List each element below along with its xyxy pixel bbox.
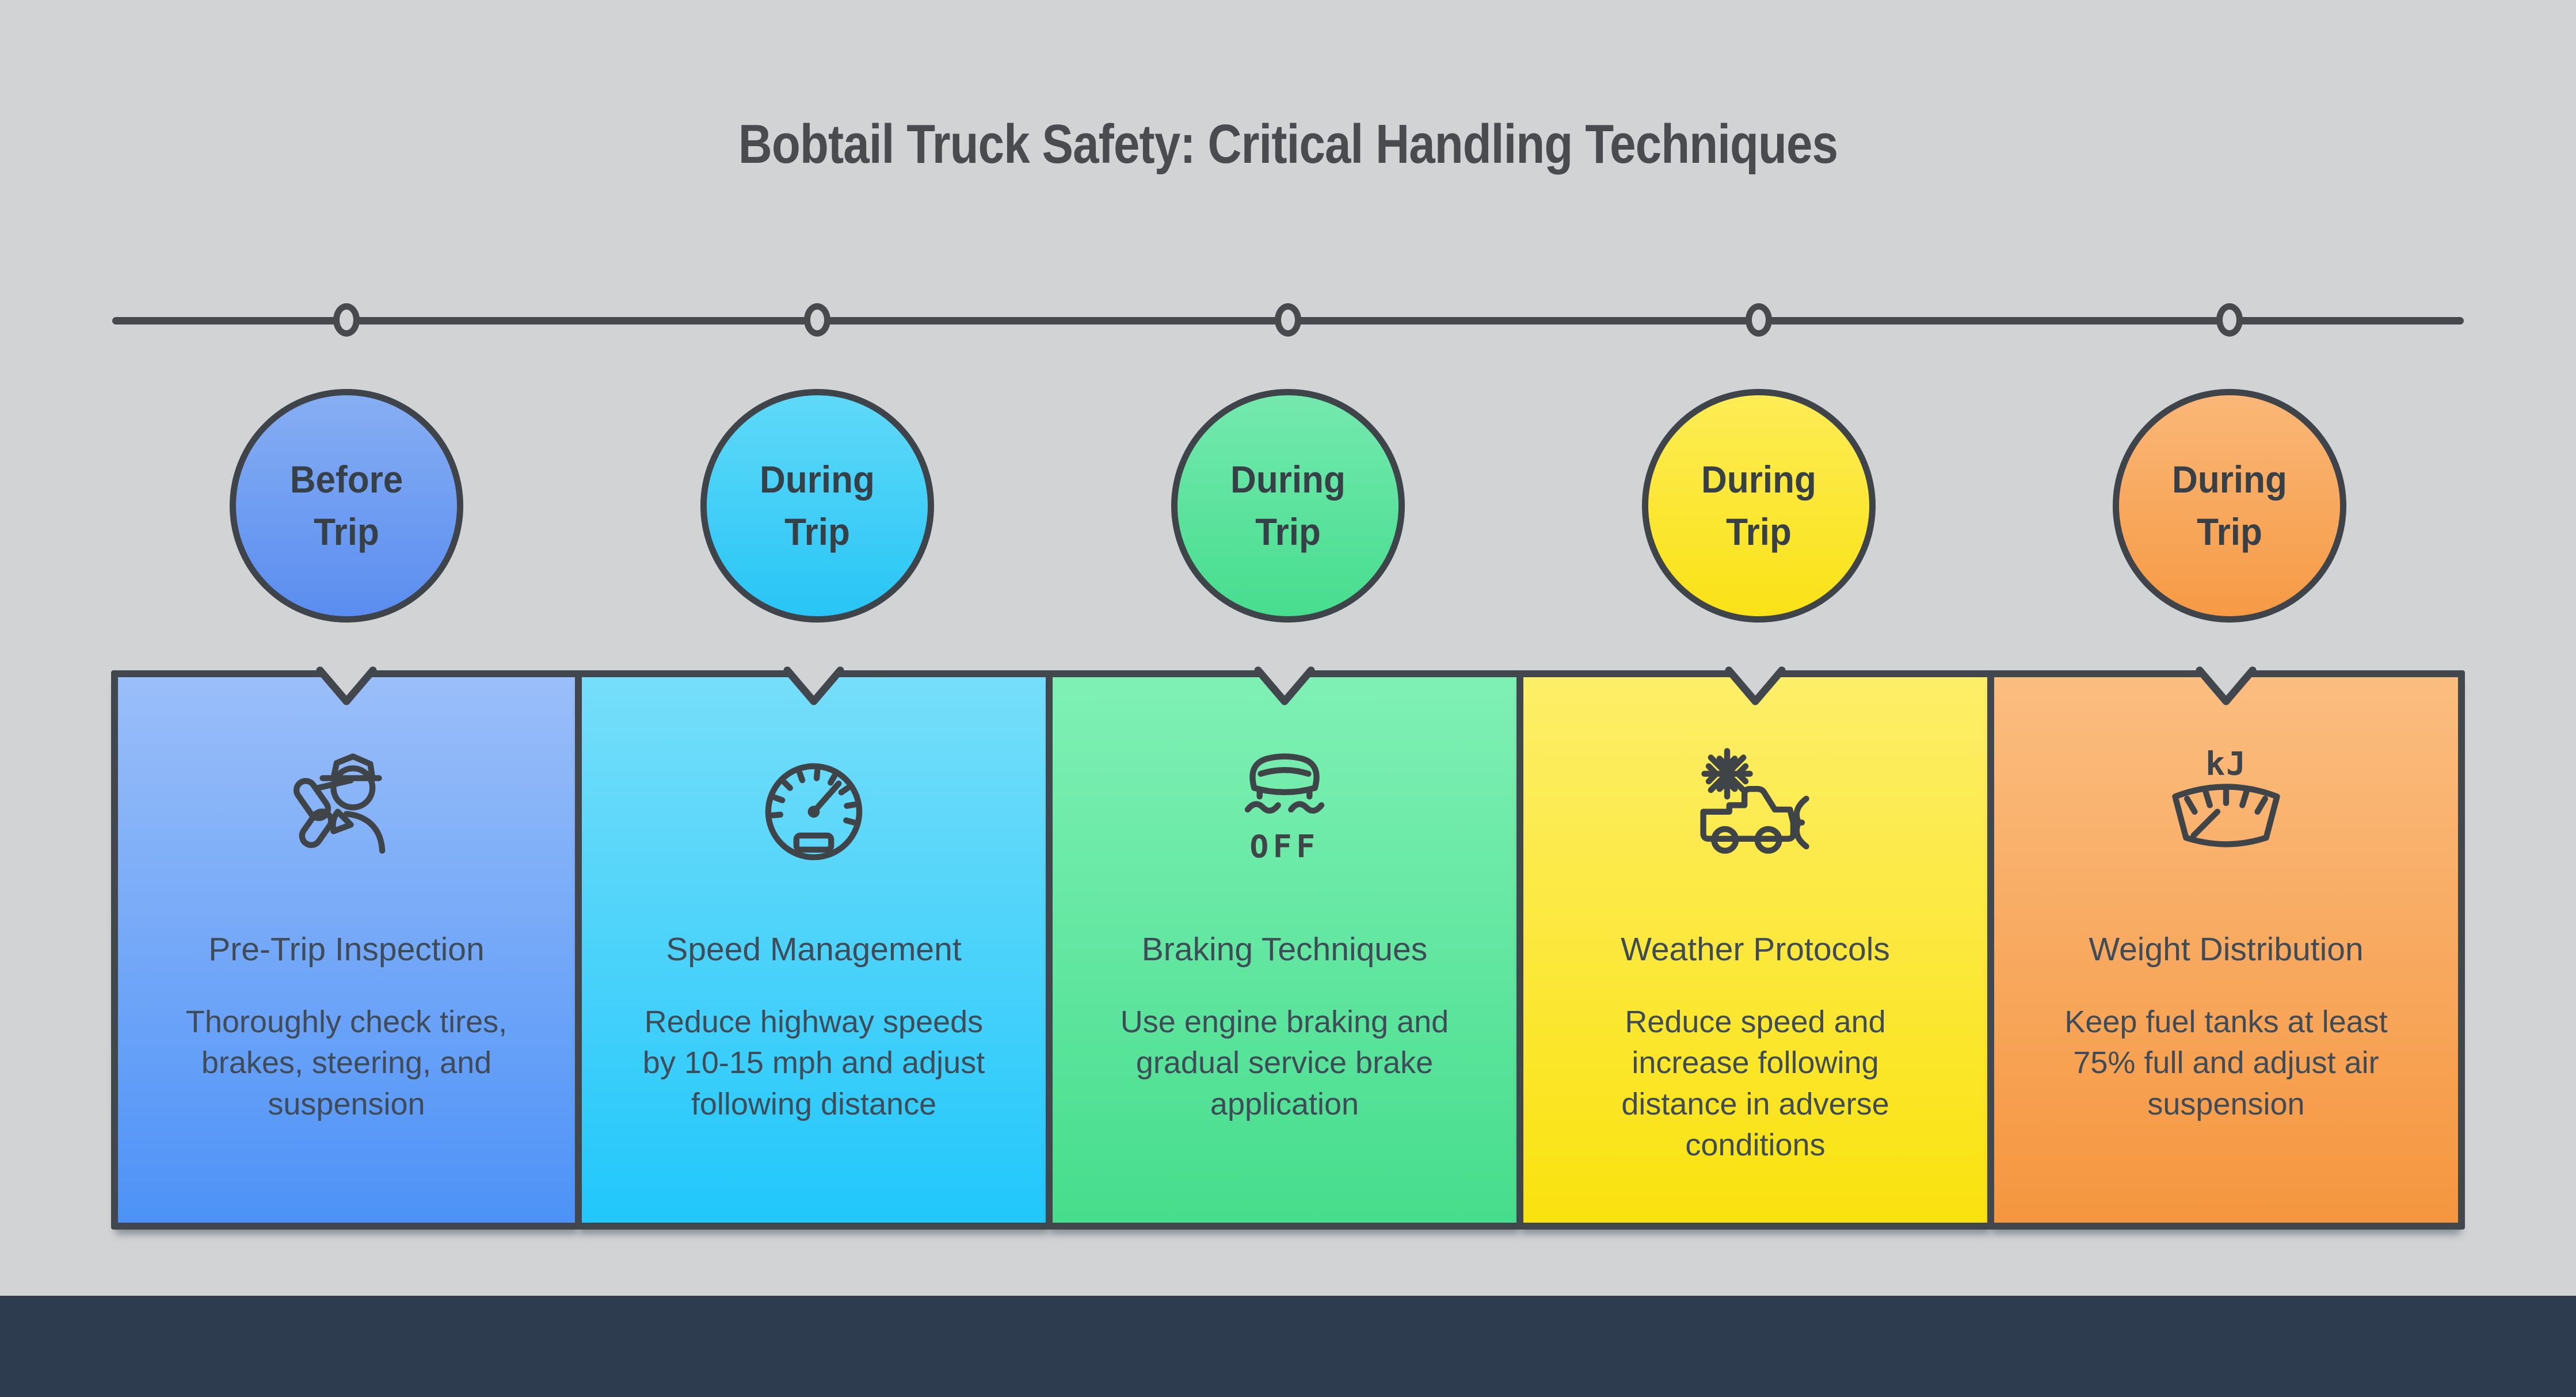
card-heading: Weather Protocols <box>1621 931 1890 968</box>
card-heading: Speed Management <box>666 931 962 968</box>
phase-label: Before Trip <box>289 457 403 553</box>
phase-circle: During Trip <box>1171 389 1405 623</box>
traction-control-off-icon: OFF <box>1244 753 1325 865</box>
page-title: Bobtail Truck Safety: Critical Handling … <box>738 113 1838 175</box>
phase-circle: Before Trip <box>230 389 463 623</box>
card-description: Reduce speed and increase following dist… <box>1621 1005 1889 1162</box>
card-notch <box>783 666 844 705</box>
card-description: Thoroughly check tires, brakes, steering… <box>185 1005 508 1121</box>
weight-gauge-icon: kJ <box>2172 746 2280 848</box>
stage-card: Weather Protocols Reduce speed and incre… <box>1516 666 1994 1230</box>
timeline-marker <box>804 303 830 337</box>
stage-column-weight-distribution: During Trip kJ <box>1987 0 2465 1397</box>
phase-circle: During Trip <box>700 389 934 623</box>
stage-card: OFF Braking Techniques Use engine brakin… <box>1046 666 1523 1230</box>
timeline-marker <box>333 303 360 337</box>
timeline-marker <box>2216 303 2243 337</box>
card-description: Reduce highway speeds by 10-15 mph and a… <box>642 1005 985 1121</box>
card-notch <box>2196 666 2257 705</box>
phase-circle: During Trip <box>1642 389 1876 623</box>
stage-column-weather-protocols: During Trip <box>1516 0 1994 1397</box>
inspector-icon <box>293 753 386 854</box>
snowplow-truck-icon <box>1700 748 1809 854</box>
timeline-marker <box>1275 303 1301 337</box>
phase-label: During Trip <box>760 457 875 553</box>
card-notch <box>1725 666 1786 705</box>
phase-label: During Trip <box>2172 457 2287 553</box>
stage-card: Pre-Trip Inspection Thoroughly check tir… <box>111 666 582 1230</box>
card-heading: Braking Techniques <box>1141 931 1428 968</box>
timeline-marker <box>1746 303 1772 337</box>
svg-text:kJ: kJ <box>2205 746 2247 783</box>
stages-row: Before Trip <box>111 0 2465 1397</box>
phase-label: During Trip <box>1230 457 1346 553</box>
stage-column-pre-trip-inspection: Before Trip <box>111 0 582 1397</box>
icon-box <box>118 742 575 877</box>
icon-box <box>582 742 1046 877</box>
card-heading: Pre-Trip Inspection <box>208 931 485 968</box>
card-notch <box>1254 666 1315 705</box>
stage-column-braking-techniques: During Trip OFF <box>1046 0 1523 1397</box>
card-heading: Weight Distribution <box>2089 931 2364 968</box>
icon-box: kJ <box>1994 742 2458 877</box>
footer-bar <box>0 1296 2576 1397</box>
stage-card: Speed Management Reduce highway speeds b… <box>575 666 1053 1230</box>
card-description: Keep fuel tanks at least 75% full and ad… <box>2064 1005 2388 1121</box>
svg-text:OFF: OFF <box>1249 828 1319 865</box>
speedometer-icon <box>765 763 863 861</box>
phase-circle: During Trip <box>2113 389 2346 623</box>
stage-card: kJ Weight Distribution Keep fuel tanks a… <box>1987 666 2465 1230</box>
card-description: Use engine braking and gradual service b… <box>1120 1005 1449 1121</box>
stage-column-speed-management: During Trip <box>575 0 1053 1397</box>
card-notch <box>316 666 377 705</box>
icon-box <box>1523 742 1987 877</box>
phase-label: During Trip <box>1701 457 1816 553</box>
icon-box: OFF <box>1053 742 1516 877</box>
